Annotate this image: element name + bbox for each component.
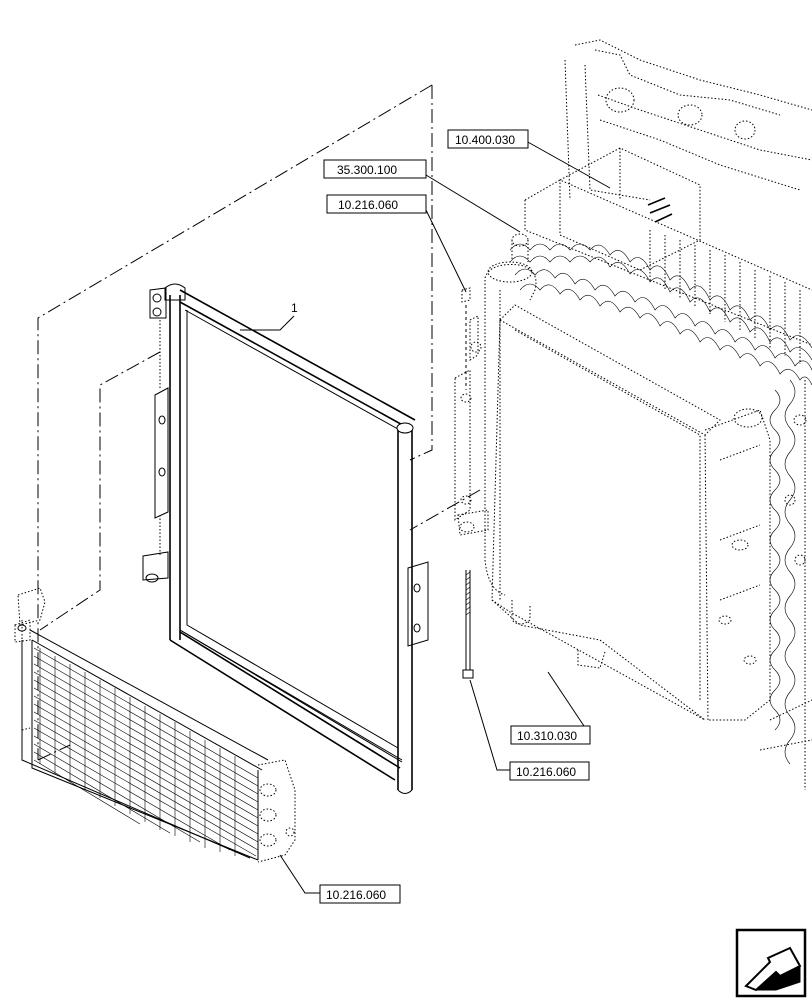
callout-label: 10.216.060 xyxy=(338,198,398,212)
leader-lines xyxy=(240,140,611,894)
phantom-lines xyxy=(37,84,481,761)
condenser-item-1 xyxy=(142,283,429,794)
callout-10-216-060-mid[interactable]: 10.216.060 xyxy=(509,761,590,781)
oil-cooler xyxy=(14,587,296,863)
previous-page-arrow-icon[interactable] xyxy=(735,928,807,998)
callout-10-216-060-bottom[interactable]: 10.216.060 xyxy=(319,884,401,904)
stud-bolts xyxy=(461,287,474,679)
callout-label: 10.216.060 xyxy=(516,765,576,779)
callout-10-400-030[interactable]: 10.400.030 xyxy=(447,129,529,149)
callout-label: 35.300.100 xyxy=(337,163,397,177)
callout-label: 10.216.060 xyxy=(326,888,386,902)
callout-35-300-100[interactable]: 35.300.100 xyxy=(323,159,427,179)
oil-cooler-fins xyxy=(33,647,259,857)
callout-10-310-030[interactable]: 10.310.030 xyxy=(510,725,591,745)
callout-label: 10.400.030 xyxy=(455,133,515,147)
item-number-label: 1 xyxy=(291,301,298,315)
callout-label: 10.310.030 xyxy=(517,729,577,743)
radiator-pack xyxy=(454,39,812,790)
callout-10-216-060-top[interactable]: 10.216.060 xyxy=(326,194,427,214)
